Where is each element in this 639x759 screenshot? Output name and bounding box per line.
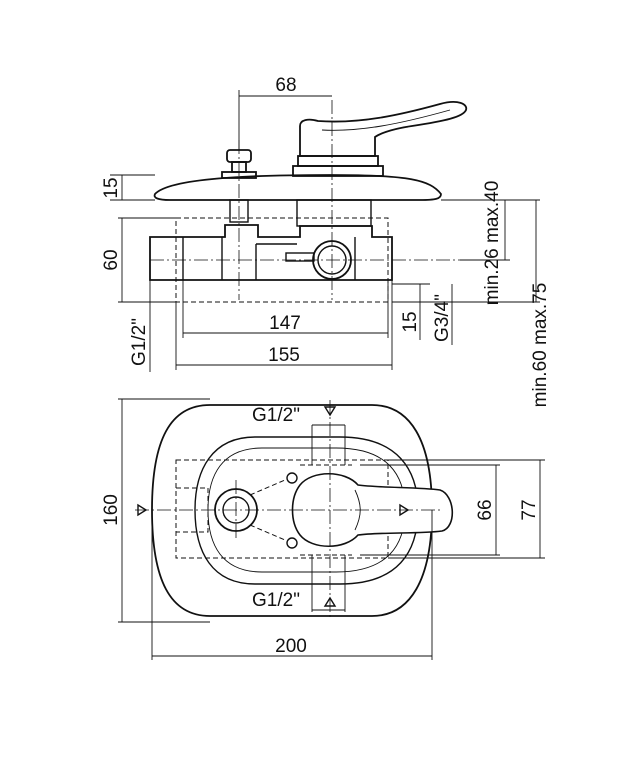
- dim-inlet-thread-side: G1/2": [129, 318, 150, 366]
- dim-147: 147: [269, 313, 301, 334]
- dim-66: 66: [475, 499, 496, 520]
- dim-inlet-top: G1/2": [252, 405, 300, 426]
- dim-15-plate: 15: [101, 177, 122, 198]
- front-box-outline: [175, 459, 389, 559]
- front-plate-inner: [194, 436, 419, 585]
- wall-box-outline: [175, 217, 389, 303]
- front-plate-inner-2: [207, 447, 406, 573]
- dim-15-offset: 15: [400, 311, 421, 332]
- dim-160: 160: [101, 494, 122, 526]
- lever-base: [297, 155, 379, 167]
- cover-plate: [153, 174, 442, 201]
- arrow-top-icon: [323, 406, 337, 417]
- screw-bottom: [286, 537, 298, 549]
- dim-wall-depth: min.26 max.40: [482, 181, 503, 306]
- side-view: 68 15 60 min.26 max.40 min.60 max.75 147…: [101, 75, 551, 407]
- cartridge-neck: [296, 199, 372, 227]
- diverter-shaft: [229, 199, 249, 223]
- dim-inlet-bottom: G1/2": [252, 590, 300, 611]
- lever-handle-detail: [321, 109, 451, 131]
- dim-155: 155: [268, 345, 300, 366]
- dim-outlet-thread: G3/4": [432, 294, 453, 342]
- dim-200: 200: [275, 636, 307, 657]
- front-inner-dashed: [176, 464, 352, 556]
- arrow-left-icon: [137, 503, 148, 517]
- lever-collar: [292, 165, 384, 177]
- dim-68: 68: [275, 75, 296, 96]
- dim-77: 77: [519, 499, 540, 520]
- dim-60: 60: [101, 249, 122, 270]
- dim-total-depth: min.60 max.75: [530, 283, 551, 408]
- front-plate-outline: [151, 404, 433, 617]
- arrow-bottom-icon: [323, 596, 337, 607]
- valve-body-inner: [182, 237, 356, 280]
- arrow-right-icon: [399, 503, 410, 517]
- lever-handle: [299, 101, 468, 157]
- front-view: G1/2" G1/2" 160 66 77 200: [101, 398, 545, 660]
- screw-top: [286, 472, 298, 484]
